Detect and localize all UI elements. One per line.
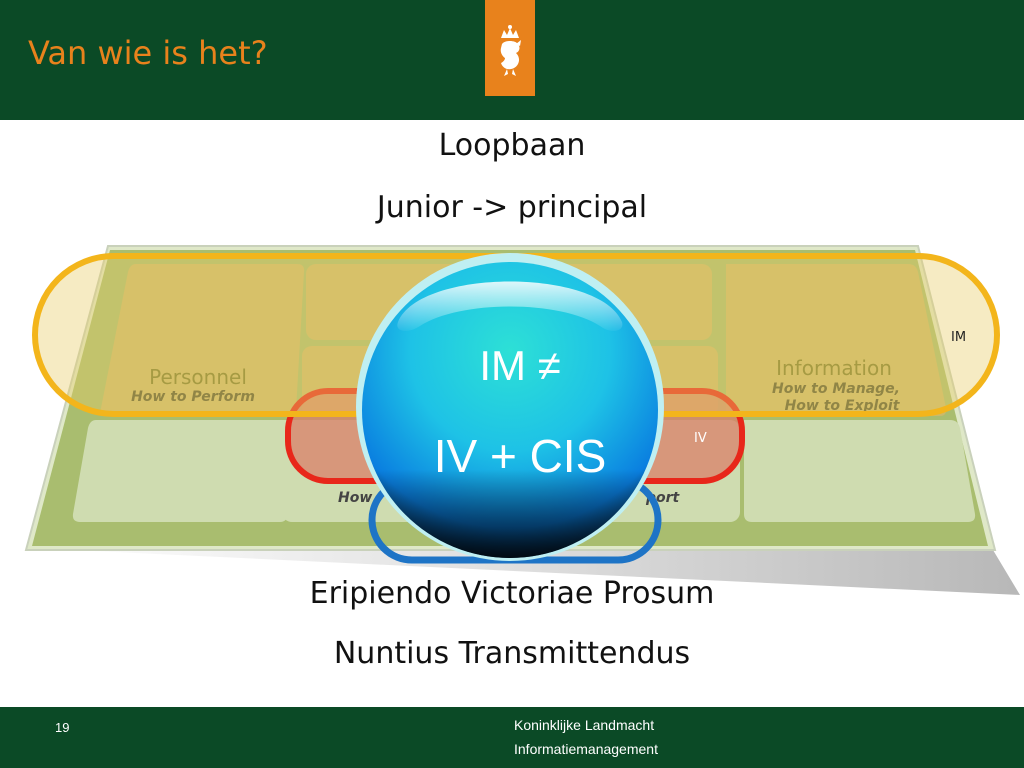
tile-information	[726, 264, 947, 416]
text-line-nuntius: Nuntius Transmittendus	[333, 636, 691, 671]
org-line-informatiemanagement: Informatiemanagement	[514, 741, 658, 757]
org-line-landmacht: Koninklijke Landmacht	[514, 717, 655, 733]
bottom-left-fragment: How	[338, 490, 372, 506]
tile-bottom-right	[744, 420, 976, 522]
board-shadow	[30, 545, 1020, 595]
label-im: IM	[951, 330, 966, 345]
personnel-subtitle: How to Perform	[131, 389, 255, 405]
tile-bottom-left	[72, 420, 296, 522]
information-subtitle-1: How to Manage,	[772, 381, 900, 397]
logo-badge	[485, 0, 535, 96]
sphere-text-iv-cis: IV + CIS	[434, 430, 607, 482]
slide-title: Van wie is het?	[28, 34, 268, 72]
information-title: Information	[776, 356, 892, 380]
sphere-gloss	[397, 281, 623, 331]
footer-bar	[0, 707, 1024, 768]
organization-block: Koninklijke Landmacht Informatiemanageme…	[514, 713, 658, 761]
sphere-text-im: IM ≠	[479, 342, 560, 389]
text-line-junior-principal: Junior -> principal	[376, 190, 648, 225]
label-iv: IV	[694, 431, 707, 446]
tile-personnel	[100, 264, 305, 416]
text-line-eripiendo: Eripiendo Victoriae Prosum	[309, 576, 715, 611]
information-subtitle-2: How to Exploit	[785, 398, 901, 414]
personnel-title: Personnel	[149, 365, 247, 389]
text-line-loopbaan: Loopbaan	[438, 128, 586, 163]
royal-lion-crest-icon	[500, 25, 521, 76]
page-number: 19	[55, 720, 70, 735]
